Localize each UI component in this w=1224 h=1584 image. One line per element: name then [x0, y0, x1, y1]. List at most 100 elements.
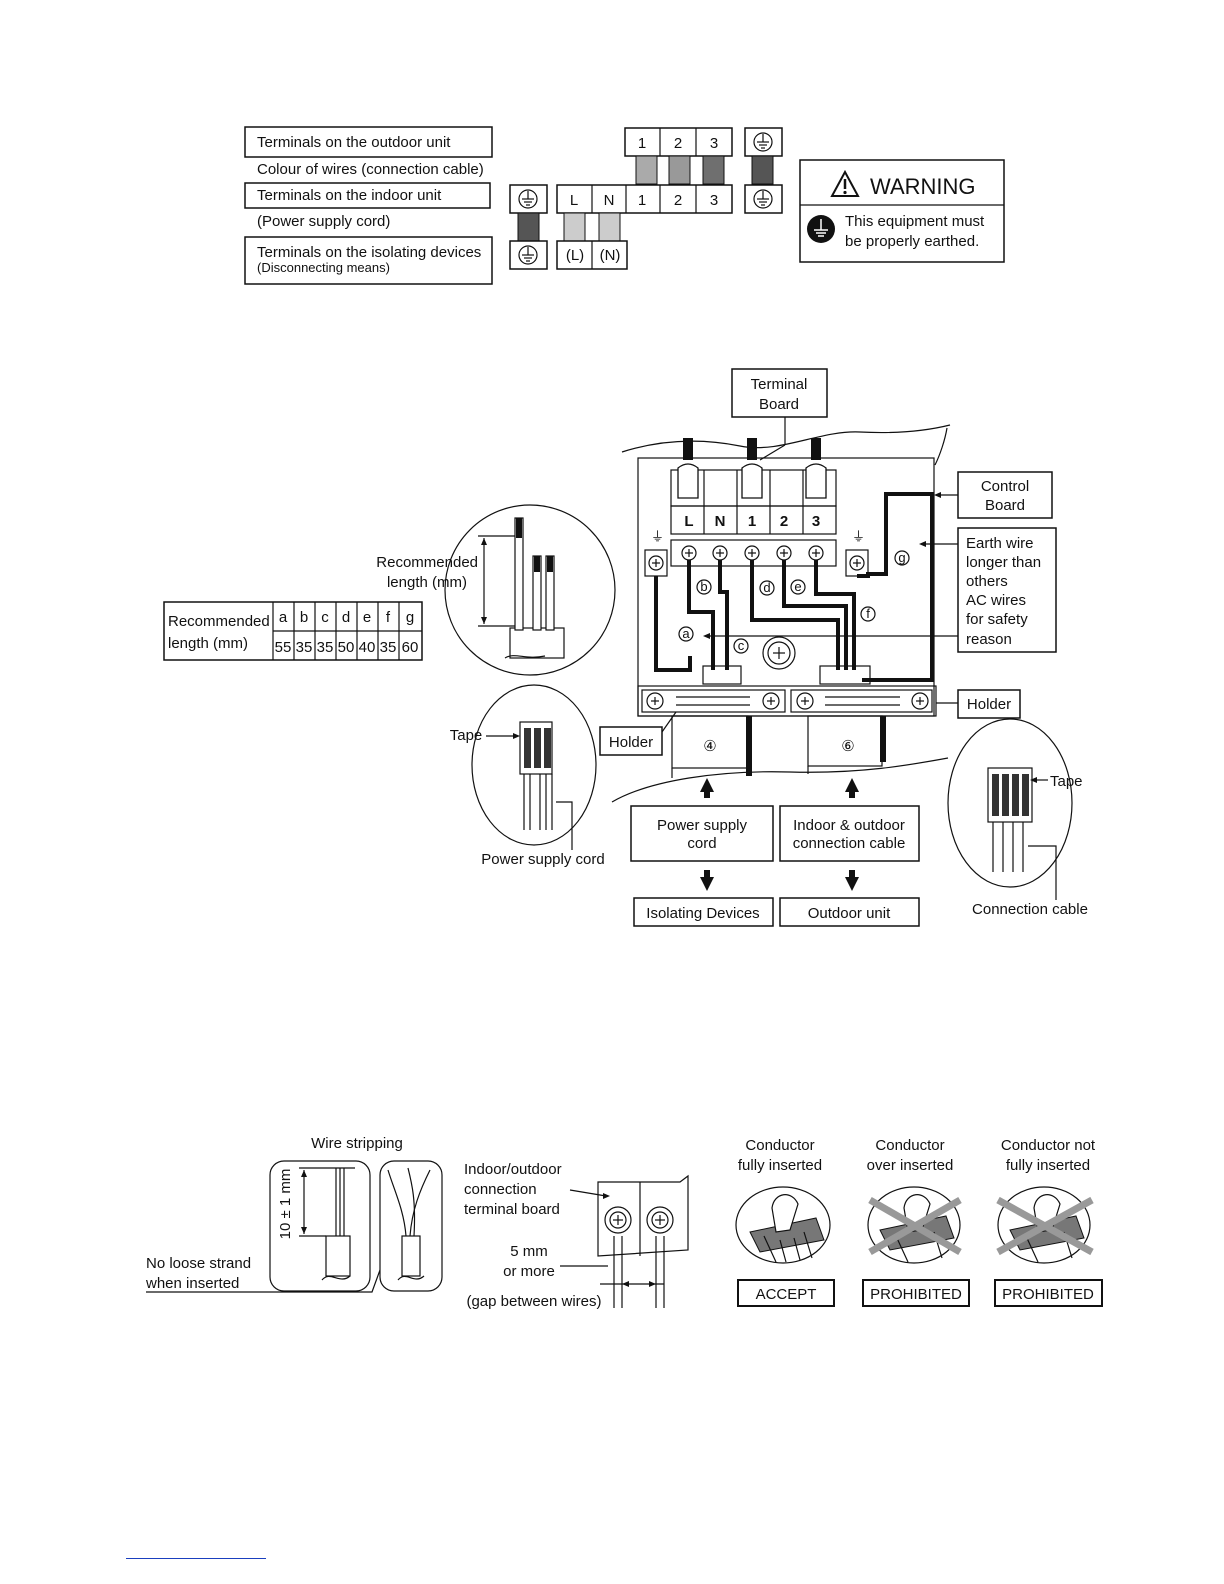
indoor-terminal-3: 3: [710, 192, 718, 209]
label-outdoor-terminals: Terminals on the outdoor unit: [257, 134, 451, 151]
conductor-caption-1b: fully inserted: [738, 1157, 822, 1174]
cross-mark: [996, 1196, 1094, 1256]
length-value-f: 35: [380, 639, 397, 656]
isolating-devices-label: Isolating Devices: [646, 905, 759, 922]
svg-text:⏚: ⏚: [651, 529, 664, 544]
outdoor-terminal-strip: [624, 127, 733, 157]
wire-letter-labels: a b c d e f g: [678, 550, 910, 654]
connection-cable-box: [779, 805, 920, 862]
wire-letter-b: b: [700, 579, 707, 594]
footer-rule: [126, 1558, 266, 1559]
warning-text-2: be properly earthed.: [845, 233, 979, 250]
board-terminal-3: 3: [812, 513, 820, 530]
wire-letter-f: f: [866, 606, 870, 621]
wire-letter-g: g: [898, 550, 905, 565]
outdoor-terminal-2: 2: [674, 135, 682, 152]
length-value-d: 50: [338, 639, 355, 656]
length-letter-b: b: [300, 609, 308, 626]
warning-triangle-icon: [830, 169, 860, 197]
tape-label-left: Tape: [450, 727, 483, 744]
label-power-supply-cord: (Power supply cord): [257, 213, 390, 230]
conductor-caption-3a: Conductor not: [1001, 1137, 1096, 1154]
wiring-color-table: Terminals on the outdoor unit Colour of …: [244, 126, 1005, 285]
cable-clamp-right: [819, 665, 871, 685]
earth-note-1: Earth wire: [966, 535, 1034, 552]
conductor-accept: Conductor fully inserted ACCEPT: [735, 1137, 835, 1307]
length-letter-g: g: [406, 609, 414, 626]
wire-e: [782, 560, 848, 670]
svg-text:⏚: ⏚: [852, 529, 865, 544]
wire-swatch-2: [668, 155, 691, 185]
earth-icon: [744, 127, 783, 157]
terminal-board-text-3: terminal board: [464, 1201, 560, 1218]
flow-arrows: [700, 778, 859, 891]
casing-bottom-cut: [611, 757, 949, 803]
wire-swatch-earth: [751, 155, 774, 185]
stripping-panel-2: [379, 1160, 443, 1292]
control-board-label-2: Board: [985, 497, 1025, 514]
stripping-dimension: 10 ± 1 mm: [277, 1169, 294, 1240]
port-label-4: ④: [703, 738, 716, 755]
conductor-caption-2b: over inserted: [867, 1157, 954, 1174]
outdoor-terminal-3: 3: [710, 135, 718, 152]
indoor-terminal-N: N: [604, 192, 615, 209]
earth-note-6: reason: [966, 631, 1012, 648]
label-box-outdoor: [244, 126, 493, 158]
outdoor-terminal-1: 1: [638, 135, 646, 152]
outdoor-unit-label: Outdoor unit: [808, 905, 891, 922]
earth-screw-right: ⏚: [845, 529, 869, 577]
indoor-terminal-strip: [556, 184, 733, 214]
length-letter-d: d: [342, 609, 350, 626]
recommended-length-illustration: Recommended length (mm): [376, 504, 616, 676]
board-terminal-N: N: [715, 513, 726, 530]
terminal-block-illustration: [560, 1174, 689, 1308]
earth-icon: [744, 184, 783, 214]
terminal-board-label-box: [731, 368, 828, 418]
length-value-a: 55: [275, 639, 292, 656]
label-wire-colour: Colour of wires (connection cable): [257, 161, 484, 178]
control-board-label-1: Control: [981, 478, 1029, 495]
connection-cable-tape-illustration: Tape Connection cable: [947, 718, 1088, 918]
gap-note: (gap between wires): [466, 1293, 601, 1310]
terminal-board-label-1: Terminal: [751, 376, 808, 393]
center-screw: [762, 636, 796, 670]
warning-box: WARNING This equipment must be properly …: [799, 159, 1005, 263]
no-loose-strand-1: No loose strand: [146, 1255, 251, 1272]
terminal-board-diagram: Terminal Board L N 1 2 3 ⏚: [163, 368, 1088, 927]
board-terminal-2: 2: [780, 513, 788, 530]
conductor-over-inserted: Conductor over inserted PROHIBITED: [862, 1137, 970, 1307]
holder-label-left-box: [599, 726, 663, 756]
terminal-board-text-1: Indoor/outdoor: [464, 1161, 562, 1178]
wire-letter-e: e: [794, 579, 801, 594]
cord-swatch-L: [563, 212, 586, 242]
earth-screw-left: ⏚: [644, 529, 668, 577]
indoor-terminal-1: 1: [638, 192, 646, 209]
holder-screws: [646, 692, 929, 710]
terminal-board-label-2: Board: [759, 396, 799, 413]
power-supply-cord-box-2: cord: [687, 835, 716, 852]
length-table: Recommended length (mm) a b c d e f g 55…: [163, 601, 423, 661]
isolating-devices-box: [633, 897, 774, 927]
wire-stripping-diagram: Wire stripping 10 ± 1 mm No loose strand…: [145, 1135, 689, 1310]
length-value-c: 35: [317, 639, 334, 656]
wire-f: [814, 560, 856, 670]
wire-letter-d: d: [763, 580, 770, 595]
earth-icon: [509, 184, 548, 214]
power-supply-cord-label: Power supply cord: [481, 851, 604, 868]
earth-note-3: others: [966, 573, 1008, 590]
connector-plugs: [677, 438, 827, 499]
verdict-prohibited-1: PROHIBITED: [870, 1286, 962, 1303]
connection-cable-box-1: Indoor & outdoor: [793, 817, 905, 834]
earth-icon: [509, 240, 548, 270]
wire-stripping-title: Wire stripping: [311, 1135, 403, 1152]
connection-cable-box-2: connection cable: [793, 835, 906, 852]
conductor-caption-3b: fully inserted: [1006, 1157, 1090, 1174]
recommended-length-label-1: Recommended: [376, 554, 478, 571]
conductor-insertion-diagram: Conductor fully inserted ACCEPT Conducto…: [735, 1137, 1103, 1307]
isolating-terminal-N: (N): [600, 247, 621, 264]
conductor-caption-1a: Conductor: [745, 1137, 814, 1154]
cross-mark: [868, 1196, 962, 1256]
power-cord-tape-illustration: Tape Power supply cord: [450, 684, 605, 868]
label-indoor-terminals: Terminals on the indoor unit: [257, 187, 442, 204]
gap-text-2: or more: [503, 1263, 555, 1280]
